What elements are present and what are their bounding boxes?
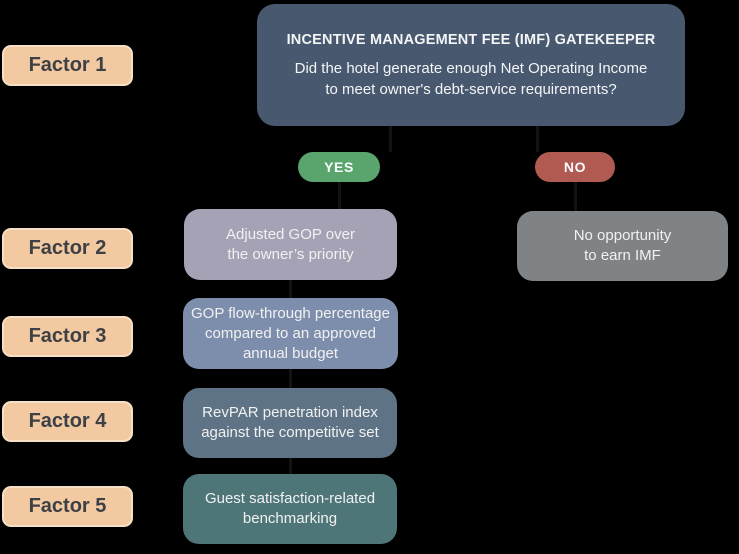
factor-2-box-line2: the owner’s priority: [227, 245, 354, 263]
gatekeeper-box: INCENTIVE MANAGEMENT FEE (IMF) GATEKEEPE…: [257, 4, 685, 126]
gatekeeper-question-line1: Did the hotel generate enough Net Operat…: [294, 60, 648, 77]
yes-pill: YES: [298, 152, 380, 182]
factor-4-box: RevPAR penetration index against the com…: [183, 388, 397, 458]
connector-line: [289, 458, 292, 474]
factor-4-box-line2: against the competitive set: [201, 424, 379, 441]
connector-line: [574, 182, 577, 211]
factor-3-box: GOP flow-through percentage compared to …: [183, 298, 398, 369]
factor-3-box-line3: annual budget: [242, 344, 339, 362]
gatekeeper-question-line2: to meet owner's debt-service requirement…: [325, 81, 617, 98]
factor-2-box-line1: Adjusted GOP over: [226, 225, 355, 243]
factor-2-box: Adjusted GOP over the owner’s priority: [184, 209, 397, 280]
factor-4-box-line1: RevPAR penetration index: [202, 404, 378, 421]
no-pill-label: NO: [563, 159, 587, 175]
factor-3-label: Factor 3: [2, 316, 133, 357]
connector-line: [389, 126, 392, 152]
factor-5-box-line2: benchmarking: [242, 510, 338, 527]
gatekeeper-title: INCENTIVE MANAGEMENT FEE (IMF) GATEKEEPE…: [286, 32, 656, 48]
no-pill: NO: [535, 152, 615, 182]
no-opportunity-box: No opportunity to earn IMF: [517, 211, 728, 281]
no-opportunity-line1: No opportunity: [573, 227, 672, 244]
connector-line: [289, 369, 292, 388]
no-opportunity-line2: to earn IMF: [584, 247, 661, 264]
gatekeeper-question: Did the hotel generate enough Net Operat…: [295, 58, 648, 100]
factor-5-label: Factor 5: [2, 486, 133, 527]
factor-2-label: Factor 2: [2, 228, 133, 269]
yes-pill-label: YES: [324, 159, 354, 175]
factor-4-label: Factor 4: [2, 401, 133, 442]
factor-3-box-line1: GOP flow-through percentage: [190, 304, 390, 322]
connector-line: [289, 280, 292, 298]
factor-1-label: Factor 1: [2, 45, 133, 86]
factor-5-box-line1: Guest satisfaction-related: [204, 490, 376, 507]
connector-line: [338, 182, 341, 209]
connector-line: [536, 126, 539, 152]
factor-3-box-line2: compared to an approved: [205, 324, 376, 342]
factor-5-box: Guest satisfaction-related benchmarking: [183, 474, 397, 544]
